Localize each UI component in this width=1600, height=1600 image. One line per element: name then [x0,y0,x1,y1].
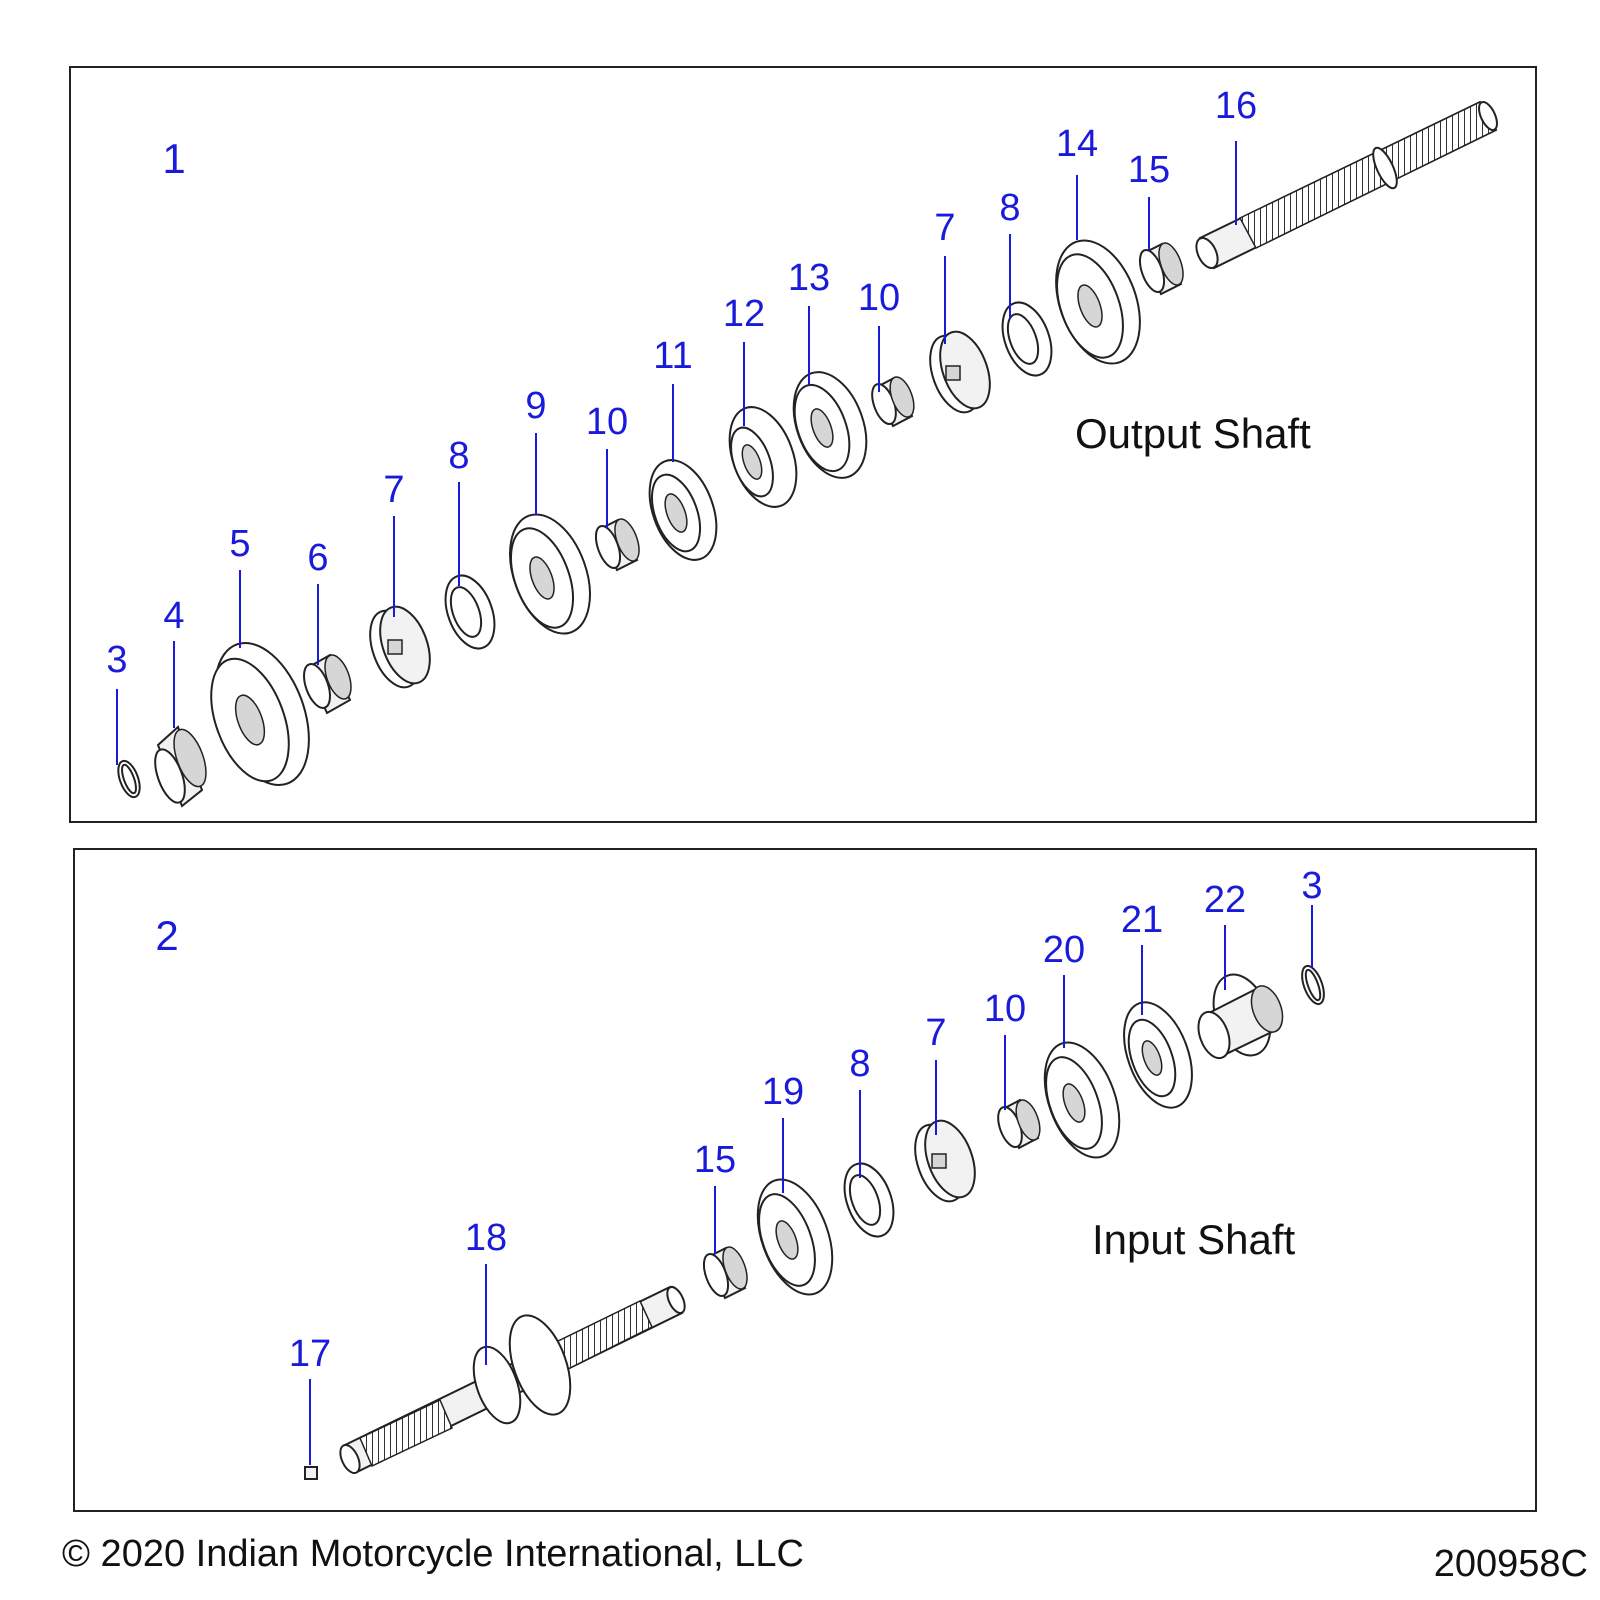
input-panel-title: Input Shaft [1092,1216,1295,1263]
output-callout: 11 [653,335,692,377]
bushing-15a-part [1138,242,1184,296]
snap-ring-inner [121,763,137,795]
gear-12-part [728,406,798,508]
needle-bearing-8c-part [843,1162,895,1238]
gear-14-part [1055,239,1141,365]
output-callout: 4 [163,595,184,637]
snap-ring-3b-inner [1304,968,1322,1002]
input-shaft-panel: 2 Input Shaft [73,848,1537,1512]
output-panel-frame [69,66,1537,823]
shift-dog-7c-part [914,1119,976,1203]
input-callout: 17 [289,1333,331,1375]
bushing-10a-part [594,518,640,572]
output-callout: 7 [934,207,955,249]
needle-bearing-8a-part [444,574,496,650]
output-callout: 14 [1056,123,1098,165]
input-shaft-18-part [339,1285,686,1475]
input-callouts: 17 18 15 19 8 7 10 20 21 22 3 [289,865,1323,1375]
output-callout: 16 [1215,85,1257,127]
input-callout: 22 [1204,879,1246,921]
shift-dog-7a-part [369,605,431,689]
gear-19-part [756,1178,834,1296]
input-callout: 21 [1121,899,1163,941]
bushing-10c-part [997,1098,1041,1150]
output-callout: 10 [858,277,900,319]
gear-13-part [792,371,868,479]
input-parts [304,964,1325,1480]
input-leaders [309,905,1313,1465]
output-leaders [116,141,1237,765]
input-callout: 19 [762,1071,804,1113]
gear-11-part [648,459,718,561]
gear-21-part [1123,1001,1193,1109]
gear-20-part [1043,1041,1121,1159]
output-callout: 8 [448,435,469,477]
input-callout: 10 [984,988,1026,1030]
input-panel-frame [73,848,1537,1512]
input-callout: 20 [1043,929,1085,971]
shift-dog-7b-part [929,330,991,414]
output-callout: 7 [383,469,404,511]
output-callout: 9 [525,385,546,427]
copyright-text: © 2020 Indian Motorcycle International, … [62,1533,804,1575]
input-panel-index: 2 [155,912,178,959]
output-callouts: 3 4 5 6 7 8 9 10 11 12 13 10 7 8 14 15 1… [106,85,1257,681]
output-callout: 12 [723,293,765,335]
output-callout: 13 [788,257,830,299]
gear-22-part [1197,973,1284,1060]
output-shaft-panel: 1 Output Shaft [69,66,1537,823]
output-callout: 6 [307,537,328,579]
needle-bearing-8b-part [1001,301,1053,377]
gear-5-part [210,641,310,787]
input-callout: 15 [694,1139,736,1181]
output-parts [117,100,1498,808]
input-callout: 18 [465,1217,507,1259]
bushing-6-part [303,653,352,715]
input-callout: 8 [849,1043,870,1085]
bushing-15b-part [702,1246,748,1300]
output-shaft-16-part [1195,100,1498,270]
collar-part [154,725,207,808]
gear-9-part [509,513,591,635]
output-panel-title: Output Shaft [1075,410,1311,457]
bushing-10b-part [871,376,915,428]
output-callout: 3 [106,639,127,681]
output-callout: 10 [586,401,628,443]
output-callout: 5 [229,523,250,565]
output-callout: 8 [999,187,1020,229]
input-callout: 7 [925,1012,946,1054]
input-callout: 3 [1301,865,1322,907]
pin-17-part [304,1466,318,1480]
output-panel-index: 1 [162,135,185,182]
figure-id: 200958C [1434,1543,1588,1585]
output-callout: 15 [1128,149,1170,191]
